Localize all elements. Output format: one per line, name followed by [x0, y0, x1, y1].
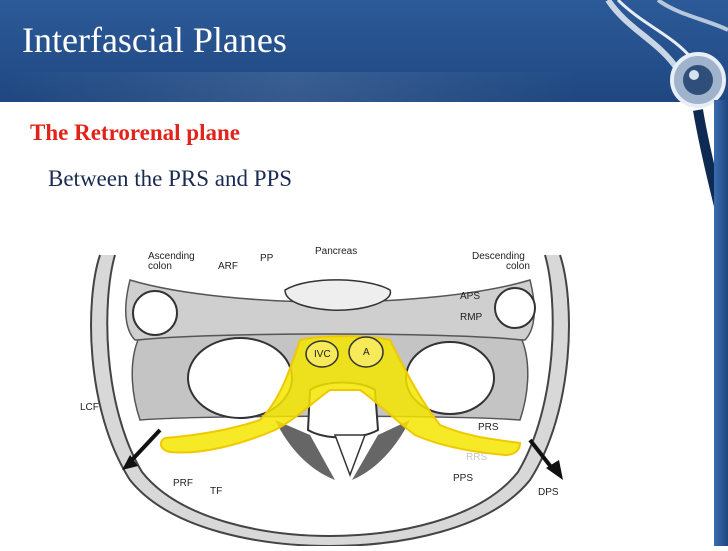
label-prf: PRF: [173, 478, 193, 489]
label-ivc: IVC: [314, 349, 331, 360]
label-rrs: RRS: [466, 452, 488, 463]
label-pp: PP: [260, 253, 274, 264]
diagram-svg: [90, 254, 570, 548]
label-ascending: Ascending: [148, 251, 195, 262]
label-colon-left: colon: [148, 261, 172, 272]
section-subtitle: The Retrorenal plane: [30, 120, 240, 145]
label-a: A: [363, 347, 370, 358]
stethoscope-icon: [605, 0, 728, 210]
bullet-text: Between the PRS and PPS: [48, 166, 293, 191]
label-lcf: LCF: [80, 402, 99, 413]
label-tf: TF: [210, 486, 223, 497]
retroperitoneum-diagram: Ascending colon ARF PP Pancreas Descendi…: [60, 240, 601, 548]
label-colon-right: colon: [506, 261, 530, 272]
label-descending: Descending: [472, 251, 525, 262]
right-border-band: [714, 100, 728, 546]
slide-title: Interfascial Planes: [22, 20, 287, 60]
header-streak: [0, 72, 728, 102]
label-arf: ARF: [218, 261, 238, 272]
label-pps: PPS: [453, 473, 474, 484]
label-dps: DPS: [538, 487, 559, 498]
slide-header-band: Interfascial Planes: [0, 0, 728, 102]
label-pancreas: Pancreas: [315, 246, 358, 257]
label-aps: APS: [460, 291, 481, 302]
label-prs: PRS: [478, 422, 499, 433]
label-rmp: RMP: [460, 312, 483, 323]
